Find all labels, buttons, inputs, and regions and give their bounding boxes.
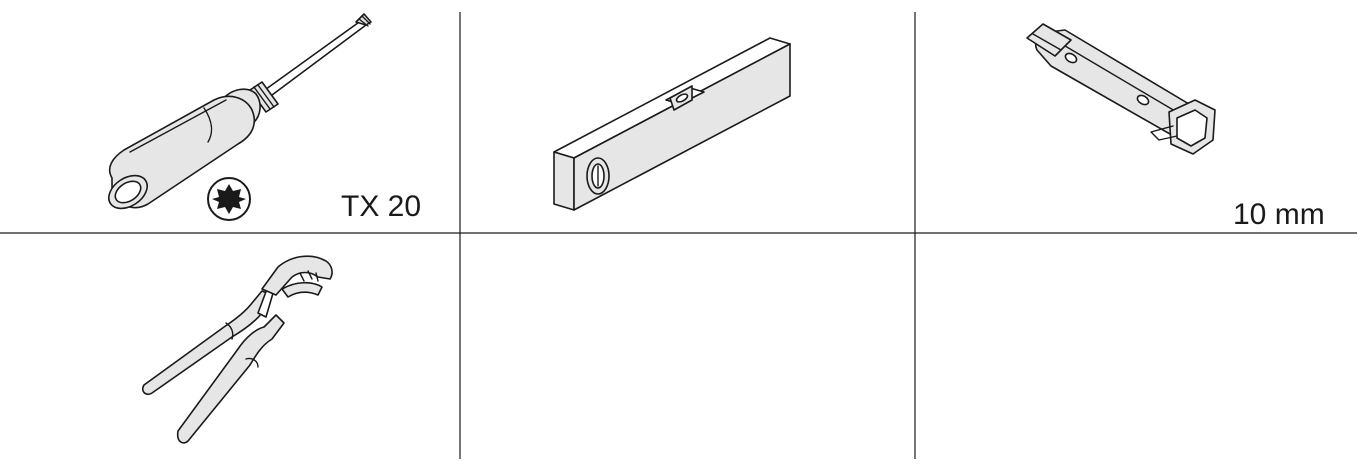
- socket-wrench-icon: [1026, 23, 1216, 155]
- cell-socket-wrench: 10 mm: [915, 0, 1357, 233]
- screwdriver-icon: [108, 13, 372, 210]
- torx-star-icon: [207, 177, 251, 221]
- cell-empty-1: [460, 233, 915, 459]
- cell-empty-2: [915, 233, 1357, 459]
- spirit-level-icon: [553, 37, 791, 211]
- socket-wrench-size-label: 10 mm: [1233, 198, 1325, 231]
- water-pump-pliers-icon: [141, 255, 333, 444]
- cell-spirit-level: [460, 0, 915, 233]
- cell-water-pump-pliers: [0, 233, 460, 459]
- screwdriver-size-label: TX 20: [341, 190, 422, 223]
- cell-screwdriver: TX 20: [0, 0, 460, 233]
